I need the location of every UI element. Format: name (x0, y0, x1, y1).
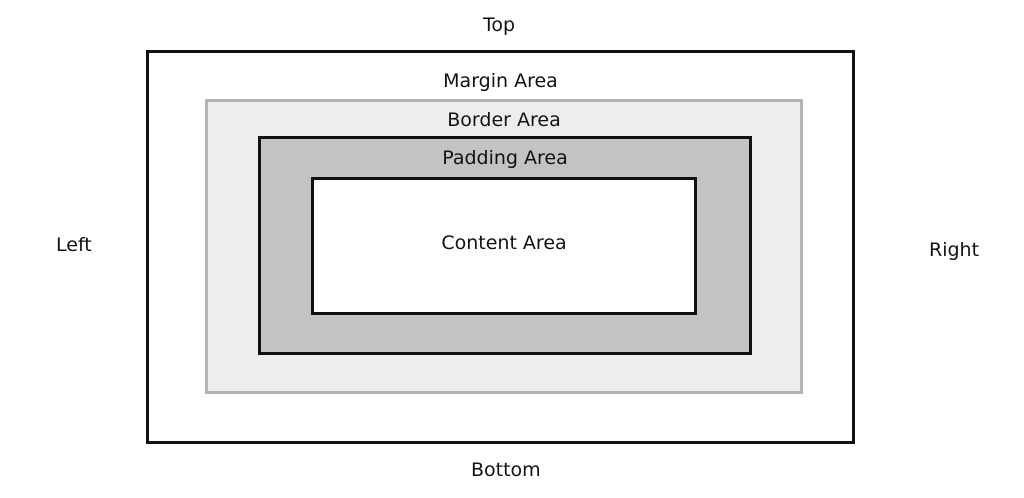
top-label: Top (483, 14, 516, 36)
content-area-box: Content Area (311, 177, 697, 315)
content-area-label: Content Area (441, 232, 567, 254)
padding-area-label: Padding Area (442, 147, 568, 169)
bottom-label: Bottom (471, 459, 541, 481)
margin-area-label: Margin Area (443, 70, 558, 92)
border-area-label: Border Area (447, 109, 561, 131)
left-label: Left (56, 234, 92, 256)
right-label: Right (929, 239, 980, 261)
